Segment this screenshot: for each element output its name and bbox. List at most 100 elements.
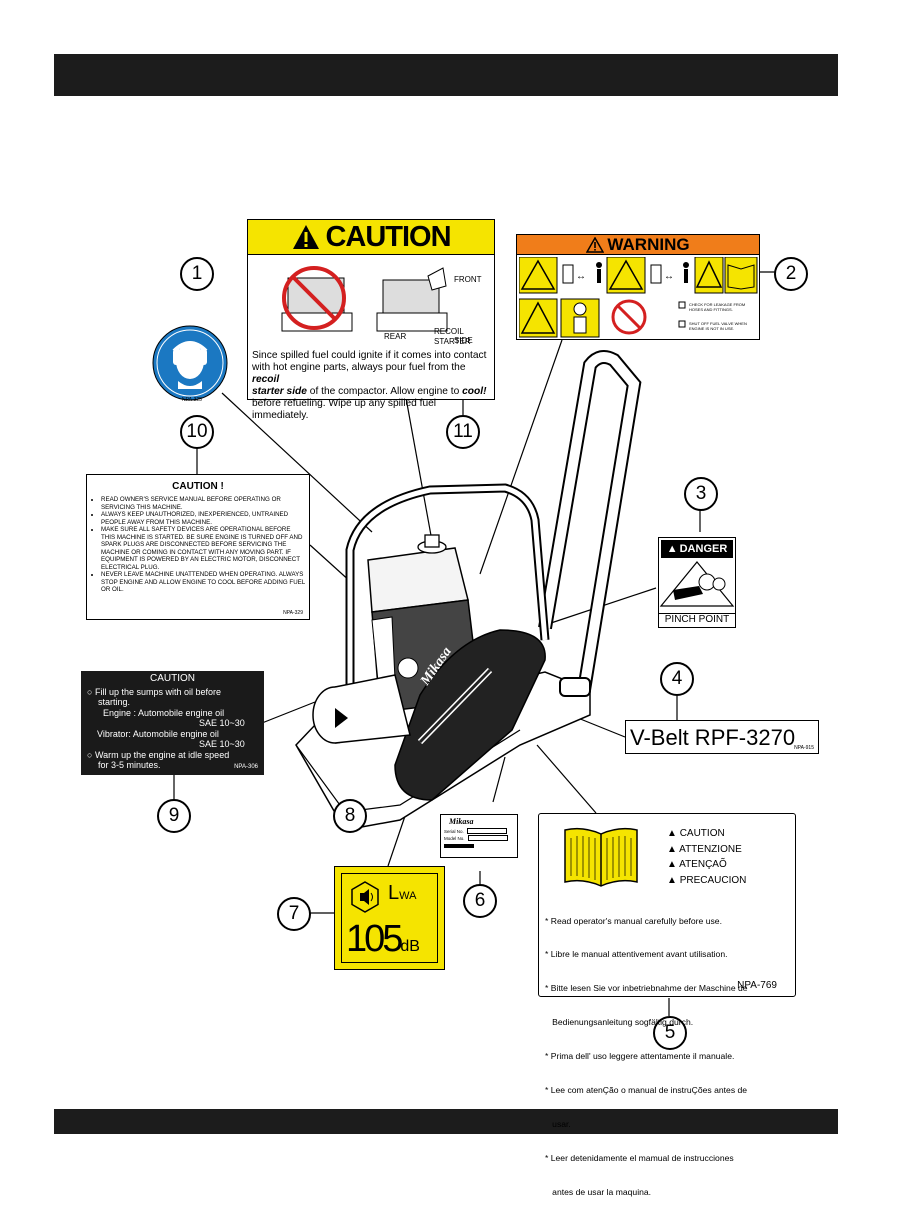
fuel-caution-title: CAUTION xyxy=(325,220,451,253)
caution-list-item: NEVER LEAVE MACHINE UNATTENDED WHEN OPER… xyxy=(101,571,305,594)
lwa-sub: WA xyxy=(399,890,417,902)
warning-decal: WARNING ↔ ↔ CHECK FOR LEAKAGE FROM HOSES… xyxy=(516,234,760,340)
warning-pictograms: ↔ ↔ xyxy=(519,257,758,338)
oil-caution-title: CAUTION xyxy=(150,673,195,684)
manual-warning-row: ▲ PRECAUCION xyxy=(667,873,746,889)
manual-line: * Leer detenidamente el mamual de instru… xyxy=(545,1152,734,1163)
manual-line: Bedienungsanleitung sogfältig durch. xyxy=(545,1017,694,1028)
vbelt-code: NPA-915 xyxy=(794,745,814,751)
label-front: FRONT xyxy=(454,275,482,284)
danger-footer: PINCH POINT xyxy=(659,613,735,625)
warning-triangle-icon: ▲ xyxy=(667,843,677,855)
warning-triangle-icon: ▲ xyxy=(667,828,677,839)
oil-line: ○ Fill up the sumps with oil before xyxy=(87,687,264,698)
warning-triangle-icon: ▲ xyxy=(667,859,677,870)
circle-bullet-icon: ○ xyxy=(87,749,93,760)
noise-inner-frame: LWA 105dB xyxy=(341,873,438,963)
callout-6: 6 xyxy=(463,884,497,918)
fueling-illustration xyxy=(281,266,448,332)
manual-book-icon xyxy=(564,827,638,887)
caution-list-code: NPA-329 xyxy=(283,610,303,616)
serial-maker-strip xyxy=(444,844,474,848)
manual-warning-text: ATENÇAÕ xyxy=(679,859,727,870)
label-side: SIDE xyxy=(454,336,473,345)
fuel-text-part: with hot engine parts, always pour fuel … xyxy=(252,362,466,373)
manual-line: antes de usar la maquina. xyxy=(545,1186,652,1197)
warning-check-1: CHECK FOR LEAKAGE FROM HOSES AND FITTING… xyxy=(689,302,746,312)
callout-2: 2 xyxy=(774,257,808,291)
caution-list: READ OWNER'S SERVICE MANUAL BEFORE OPERA… xyxy=(87,496,309,594)
danger-header: ▲ DANGER xyxy=(661,540,733,558)
fuel-caution-text: Since spilled fuel could ignite if it co… xyxy=(252,350,494,422)
callout-8: 8 xyxy=(333,799,367,833)
manual-line: * Prima dell' uso leggere attentamente i… xyxy=(545,1051,735,1062)
noise-number: 105 xyxy=(346,918,403,960)
svg-text:↔: ↔ xyxy=(664,271,674,282)
oil-line-text: Warm up the engine at idle speed xyxy=(94,749,230,760)
noise-unit: dB xyxy=(400,938,420,955)
manual-line: * Read operator's manual carefully befor… xyxy=(545,915,722,926)
callout-7: 7 xyxy=(277,897,311,931)
warning-triangle-icon: ▲ xyxy=(666,543,678,555)
vbelt-text: V-Belt RPF-3270 xyxy=(630,725,796,750)
caution-list-item: ALWAYS KEEP UNAUTHORIZED, INEXPERIENCED,… xyxy=(101,511,305,526)
caution-list-title: CAUTION ! xyxy=(172,481,224,492)
model-label: Model No. xyxy=(444,835,465,841)
fuel-caution-header: CAUTION xyxy=(248,220,494,255)
warning-header: WARNING xyxy=(517,235,759,255)
manual-warning-row: ▲ ATTENZIONE xyxy=(667,842,746,858)
vbelt-decal: V-Belt RPF-3270 NPA-915 xyxy=(625,720,819,754)
fuel-text-emphasis: cool! xyxy=(462,386,487,397)
fuel-caution-decal: CAUTION FRONT REAR RECOIL STARTER SIDE S… xyxy=(247,219,495,421)
lwa-main: L xyxy=(388,882,400,904)
manual-warning-row: ▲ CAUTION xyxy=(667,826,746,842)
oil-caution-decal: CAUTION ○ Fill up the sumps with oil bef… xyxy=(81,671,264,775)
serial-plate: Mikasa Serial No. Model No. xyxy=(440,814,518,858)
danger-title: DANGER xyxy=(679,543,728,555)
danger-decal: ▲ DANGER PINCH POINT xyxy=(658,537,736,628)
header-bar xyxy=(54,54,838,96)
noise-level-decal: LWA 105dB xyxy=(334,866,445,970)
manual-line: usar. xyxy=(545,1118,571,1129)
callout-11: 11 xyxy=(446,415,480,449)
caution-list-item: MAKE SURE ALL SAFETY DEVICES ARE OPERATI… xyxy=(101,526,305,571)
oil-line: for 3-5 minutes. xyxy=(98,760,161,770)
callout-5: 5 xyxy=(653,1016,687,1050)
pinch-point-icon xyxy=(659,561,735,607)
oil-line: starting. xyxy=(98,697,131,707)
warning-title: WARNING xyxy=(607,234,690,254)
warning-triangle-icon xyxy=(586,236,605,253)
manual-decal: ▲ CAUTION ▲ ATTENZIONE ▲ ATENÇAÕ ▲ PRECA… xyxy=(538,813,796,1197)
oil-line: SAE 10~30 xyxy=(199,739,245,749)
ear-protection-decal: NPA-325 xyxy=(148,321,246,403)
manual-lines: * Read operator's manual carefully befor… xyxy=(545,893,748,1221)
manual-warning-text: ATTENZIONE xyxy=(679,843,742,855)
oil-line: ○ Warm up the engine at idle speed xyxy=(87,750,264,761)
label-recoil: RECOIL STARTER xyxy=(434,327,471,346)
serial-row: Serial No. xyxy=(441,828,517,834)
oil-line: SAE 10~30 xyxy=(199,718,245,728)
footer-bar xyxy=(54,1109,838,1134)
callout-9: 9 xyxy=(157,799,191,833)
callout-4: 4 xyxy=(660,662,694,696)
warning-triangle-icon: ▲ xyxy=(667,874,677,886)
warning-triangle-icon xyxy=(293,225,320,249)
oil-line: Vibrator: Automobile engine oil xyxy=(97,728,219,739)
serial-label: Serial No. xyxy=(444,828,464,834)
callout-3: 3 xyxy=(684,477,718,511)
oil-line-text: Fill up the sumps with oil before xyxy=(94,686,222,697)
manual-warning-text: CAUTION xyxy=(679,828,725,839)
caution-list-item: READ OWNER'S SERVICE MANUAL BEFORE OPERA… xyxy=(101,496,305,511)
oil-caution-code: NPA-306 xyxy=(234,763,258,770)
manual-line: * Libre le manual attentivement avant ut… xyxy=(545,949,728,960)
manual-warning-row: ▲ ATENÇAÕ xyxy=(667,857,746,873)
warning-check-2: SHUT OFF FUEL VALVE WHEN ENGINE IS NOT I… xyxy=(689,321,747,331)
fuel-text-line: Since spilled fuel could ignite if it co… xyxy=(252,350,487,361)
manual-line: * Bitte lesen Sie vor inbetriebnahme der… xyxy=(545,983,748,994)
manual-code: NPA-769 xyxy=(737,980,777,991)
compactor-illustration: Mikasa xyxy=(173,271,775,1016)
oil-line: Engine : Automobile engine oil xyxy=(103,707,225,718)
callout-10: 10 xyxy=(180,415,214,449)
caution-list-decal: CAUTION ! READ OWNER'S SERVICE MANUAL BE… xyxy=(86,474,310,620)
manual-warnings: ▲ CAUTION ▲ ATTENZIONE ▲ ATENÇAÕ ▲ PRECA… xyxy=(667,826,746,888)
